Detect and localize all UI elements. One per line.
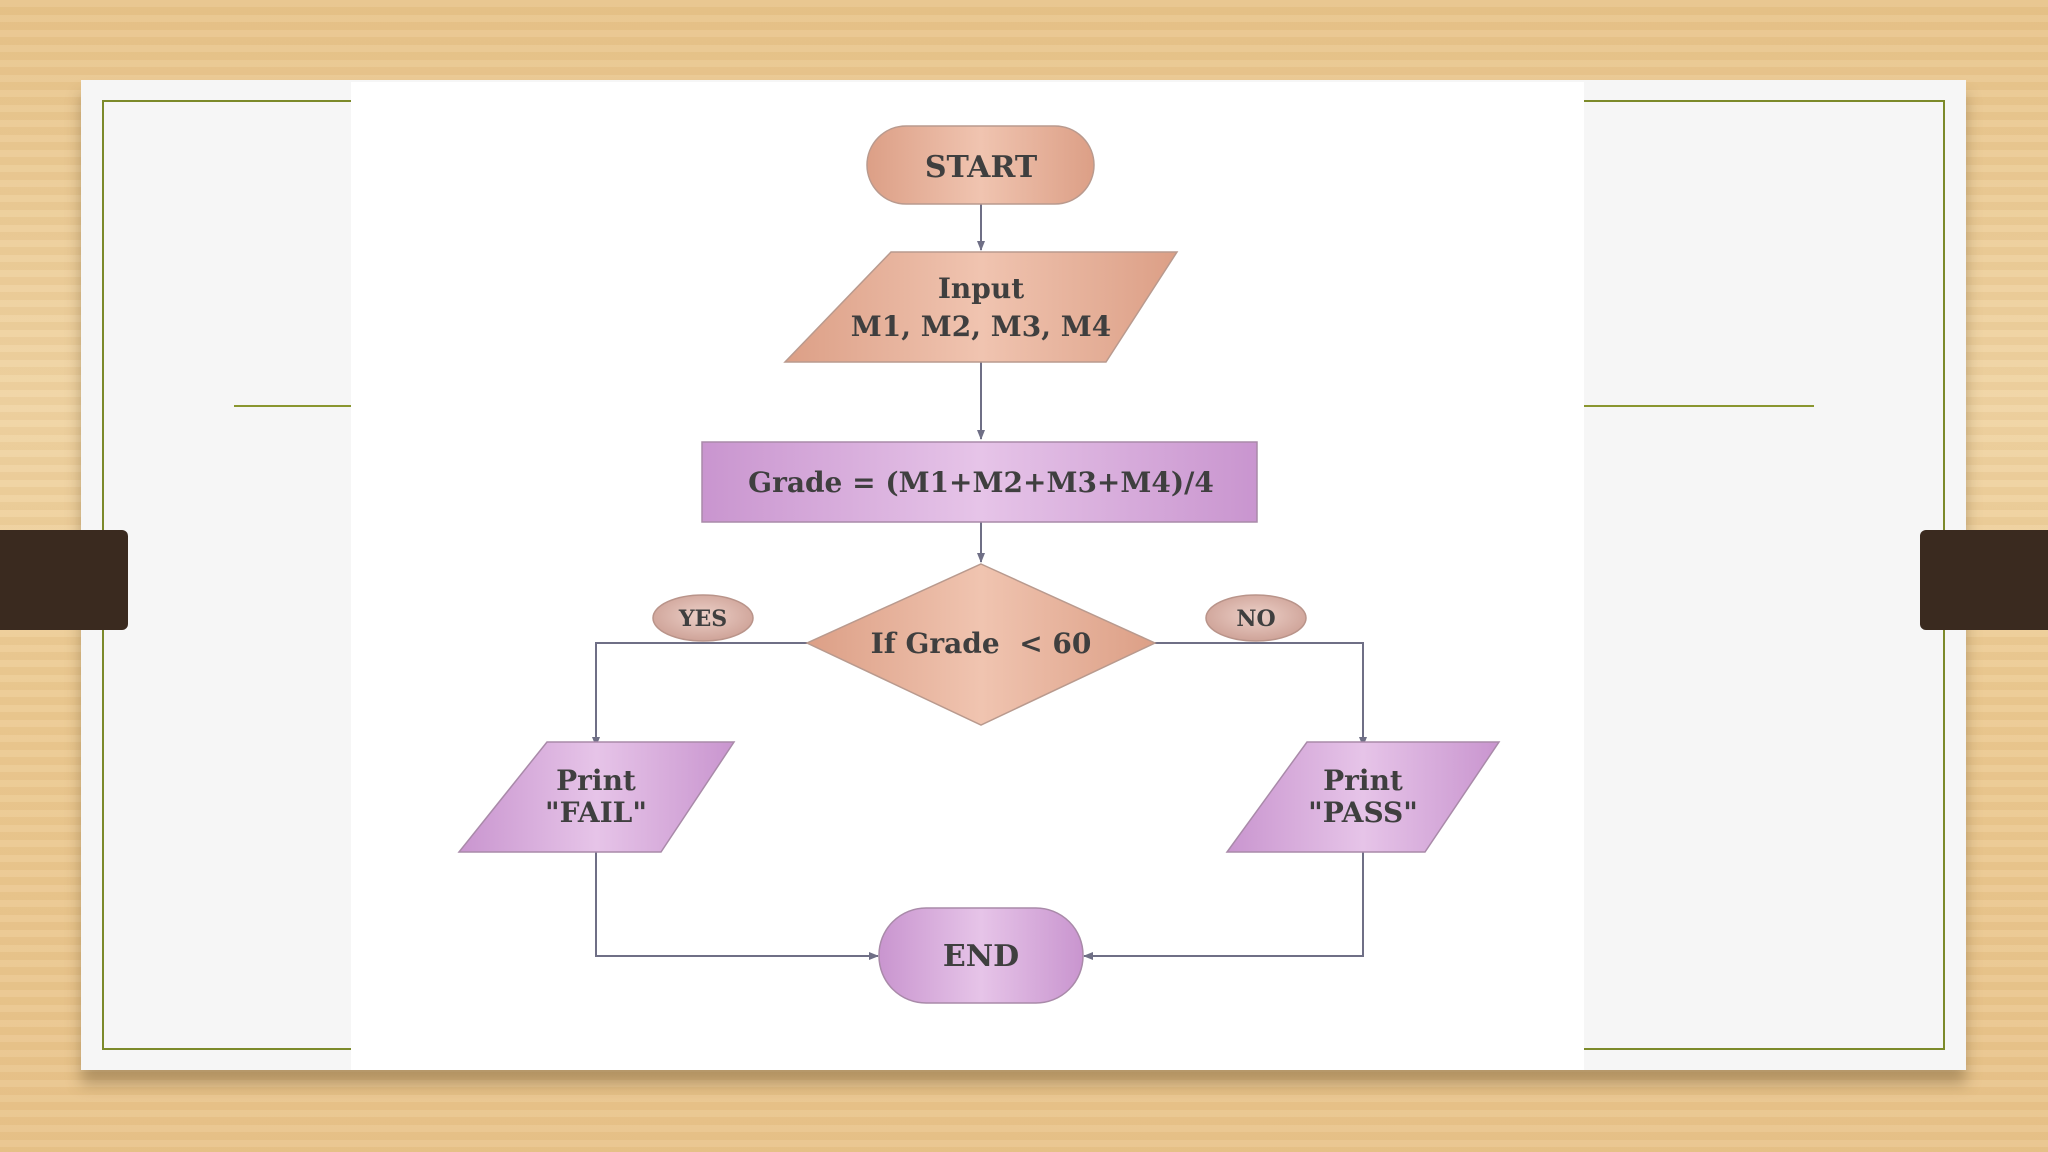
input-label-line2: M1, M2, M3, M4 bbox=[851, 310, 1111, 343]
edges bbox=[592, 204, 1367, 960]
start-node: START bbox=[866, 125, 1095, 205]
end-label: END bbox=[943, 939, 1019, 974]
fail-node: Print "FAIL" bbox=[457, 741, 736, 853]
no-label: NO bbox=[1236, 606, 1275, 632]
end-node: END bbox=[878, 907, 1084, 1004]
flowchart-image: START Input M1, M2, M3, M4 Grade = (M1+M… bbox=[351, 82, 1584, 1070]
edge-fail-end bbox=[595, 852, 879, 960]
yes-badge: YES bbox=[652, 594, 754, 642]
input-node: Input M1, M2, M3, M4 bbox=[783, 251, 1179, 363]
pass-label-line2: "PASS" bbox=[1308, 796, 1418, 829]
edge-decision-pass bbox=[1155, 642, 1367, 747]
flowchart: START Input M1, M2, M3, M4 Grade = (M1+M… bbox=[457, 125, 1501, 1004]
right-binder-tab bbox=[1920, 530, 2048, 630]
title-rule-left bbox=[234, 405, 354, 407]
fail-label-line2: "FAIL" bbox=[545, 796, 647, 829]
decision-node: If Grade < 60 bbox=[805, 563, 1157, 726]
yes-label: YES bbox=[678, 606, 727, 632]
compute-label: Grade = (M1+M2+M3+M4)/4 bbox=[748, 466, 1214, 499]
decision-label: If Grade < 60 bbox=[871, 627, 1092, 660]
no-badge: NO bbox=[1205, 594, 1307, 642]
pass-label-line1: Print bbox=[1323, 764, 1403, 797]
title-rule-right bbox=[1580, 405, 1814, 407]
left-binder-tab bbox=[0, 530, 128, 630]
input-label-line1: Input bbox=[938, 272, 1024, 305]
edge-decision-fail bbox=[592, 642, 807, 747]
pass-node: Print "PASS" bbox=[1225, 741, 1501, 853]
start-label: START bbox=[925, 150, 1038, 185]
fail-label-line1: Print bbox=[556, 764, 636, 797]
compute-node: Grade = (M1+M2+M3+M4)/4 bbox=[701, 441, 1258, 523]
edge-pass-end bbox=[1083, 852, 1364, 960]
